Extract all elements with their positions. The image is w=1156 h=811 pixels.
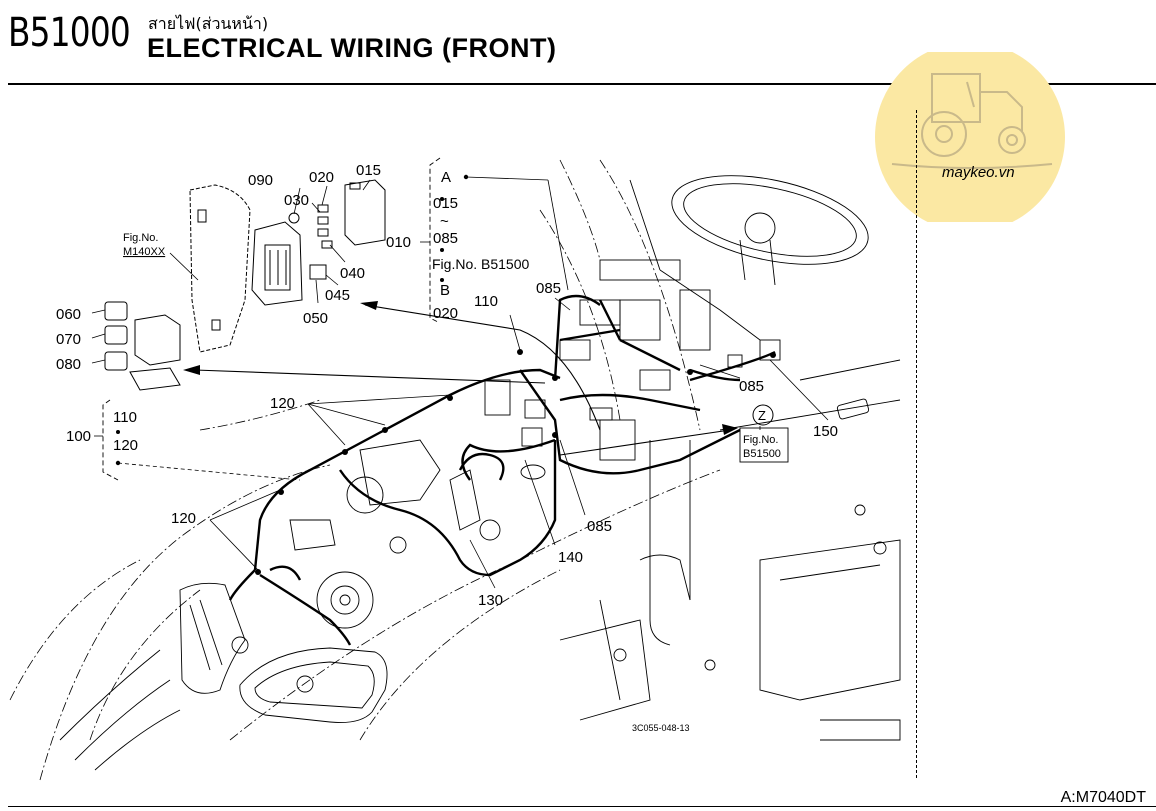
callout-150: 150 (813, 423, 838, 440)
leader-lines (91, 176, 829, 589)
callout-020: 020 (309, 169, 334, 186)
callout-130: 130 (478, 592, 503, 609)
range-085: 085 (433, 230, 458, 247)
model-number: A:M7040DT (1060, 789, 1146, 806)
drawing-number: 3C055-048-13 (632, 723, 690, 733)
callout-085-upper: 085 (536, 280, 561, 297)
range-120: 120 (113, 437, 138, 454)
callout-120-lower: 120 (171, 510, 196, 527)
range-fig-ref: Fig.No. B51500 (432, 256, 529, 272)
fig-ref-m140xx-number: M140XX (123, 246, 166, 258)
callout-030: 030 (284, 192, 309, 209)
range-020: 020 (433, 305, 458, 322)
callout-085-right: 085 (739, 378, 764, 395)
range-brackets (102, 157, 441, 481)
range-015: 015 (433, 195, 458, 212)
callout-010: 010 (386, 234, 411, 251)
header-rule (8, 83, 1156, 85)
callout-120-upper: 120 (270, 395, 295, 412)
callout-040: 040 (340, 265, 365, 282)
title-thai: สายไฟ(ส่วนหน้า) (148, 14, 269, 33)
callout-060: 060 (56, 306, 81, 323)
page-title: ELECTRICAL WIRING (FRONT) (147, 33, 557, 63)
callout-140: 140 (558, 549, 583, 566)
watermark-text: maykeo.vn (942, 164, 1015, 181)
clamp-markers (115, 174, 776, 575)
callout-100: 100 (66, 428, 91, 445)
footer-rule (8, 806, 1156, 807)
fig-ref-b51500-label: Fig.No. (743, 434, 778, 446)
watermark-logo: maykeo.vn (875, 52, 1065, 222)
callout-015: 015 (356, 162, 381, 179)
callout-070: 070 (56, 331, 81, 348)
range-110: 110 (113, 409, 137, 426)
part-code: B51000 (8, 10, 131, 56)
callout-085-lower: 085 (587, 518, 612, 535)
range-tilde: ~ (440, 213, 449, 230)
tractor-body-lines (59, 175, 901, 771)
fig-ref-m140xx-label: Fig.No. (123, 232, 158, 244)
range-a: A (441, 169, 451, 186)
page-divider (916, 110, 917, 778)
callout-080: 080 (56, 356, 81, 373)
view-z-marker: Z (758, 408, 766, 423)
arrowheads (183, 301, 738, 435)
fig-ref-b51500-number: B51500 (743, 448, 781, 460)
range-b: B (440, 282, 450, 299)
callout-110-upper: 110 (474, 293, 498, 310)
callout-090: 090 (248, 172, 273, 189)
callout-045: 045 (325, 287, 350, 304)
parts-cluster (104, 179, 386, 391)
callout-050: 050 (303, 310, 328, 327)
reference-arrows (194, 304, 731, 456)
